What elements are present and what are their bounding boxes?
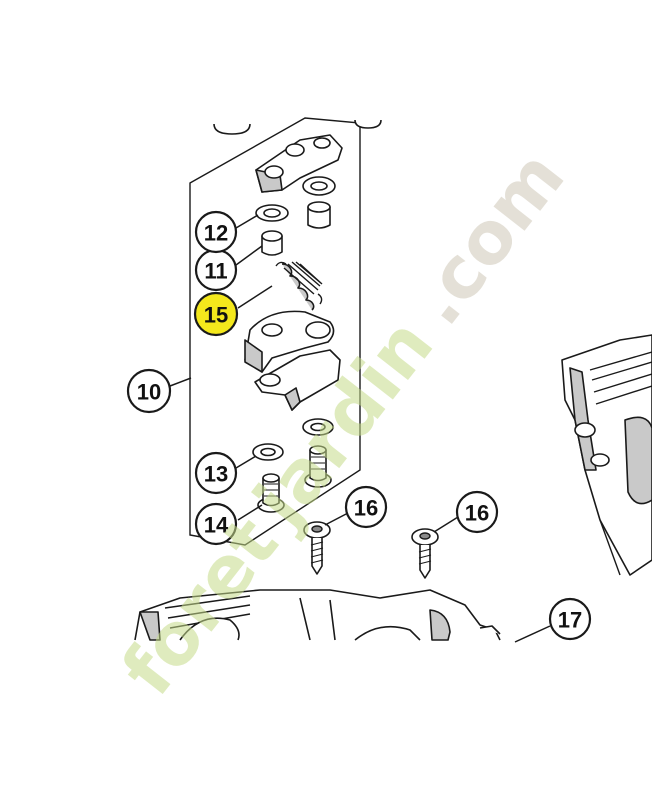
leader-16b [433, 516, 459, 533]
leader-16a [324, 512, 349, 526]
callout-11-label: 11 [204, 259, 227, 284]
callout-16b: 16 [455, 490, 499, 534]
callout-17: 17 [548, 597, 592, 641]
spring-15-part [275, 261, 323, 311]
callout-17-label: 17 [558, 608, 582, 633]
kit-frame [189, 117, 361, 546]
washer-right-upper [302, 176, 336, 196]
callout-10: 10 [126, 368, 172, 414]
callout-14: 14 [194, 502, 238, 546]
callout-13: 13 [194, 451, 238, 495]
engine-housing-right [561, 334, 652, 576]
bolt-14-right [304, 445, 332, 488]
washer-13-part [252, 443, 284, 461]
washer-12-part [255, 204, 289, 222]
housing-17-part [134, 589, 501, 641]
clutch-shoe-assembly [244, 310, 341, 411]
watermark-com: .com [395, 135, 581, 340]
screw-16-left [303, 521, 331, 575]
callout-12: 12 [194, 210, 238, 254]
callout-16b-label: 16 [465, 501, 489, 526]
sleeve-right [307, 201, 331, 229]
leader-11 [235, 245, 263, 266]
bushing-11-part [261, 230, 283, 256]
leader-14 [237, 504, 263, 521]
callout-11: 11 [194, 248, 238, 292]
callout-15: 15 [193, 291, 239, 337]
washer-right-lower [302, 418, 334, 436]
washer-top-left [213, 123, 251, 135]
callout-16a: 16 [344, 485, 388, 529]
leader-17 [514, 625, 551, 643]
leader-13 [235, 455, 257, 469]
screw-16-right [411, 528, 439, 579]
callout-15-label: 15 [204, 303, 228, 328]
callout-16a-label: 16 [354, 496, 378, 521]
callout-13-label: 13 [204, 462, 228, 487]
leader-10 [169, 377, 192, 387]
leader-12 [235, 214, 259, 229]
callout-12-label: 12 [204, 221, 228, 246]
bracket-part [255, 134, 343, 193]
callout-10-label: 10 [137, 380, 161, 405]
bolt-14-left [257, 473, 285, 513]
leader-15 [237, 285, 273, 309]
washer-top-right [354, 119, 382, 129]
callout-14-label: 14 [204, 513, 229, 538]
